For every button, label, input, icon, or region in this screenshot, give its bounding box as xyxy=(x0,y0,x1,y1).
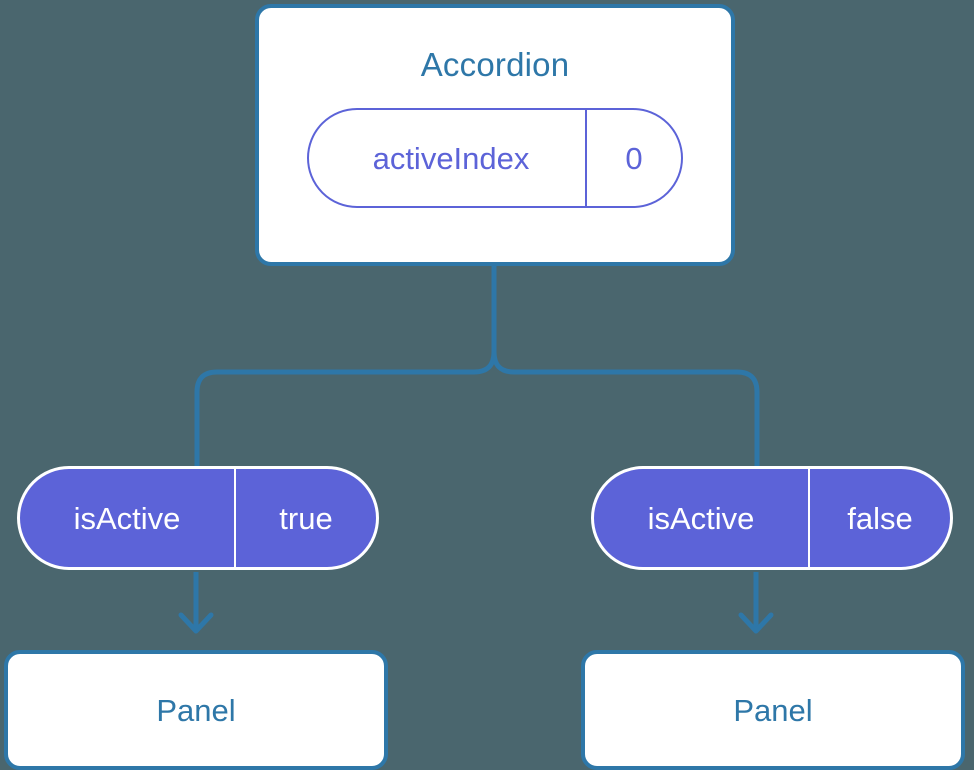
component-node-panel-left[interactable]: Panel xyxy=(4,650,388,770)
state-badge-key: activeIndex xyxy=(309,110,587,206)
branch-right-line xyxy=(491,351,760,470)
prop-badge-value: false xyxy=(847,500,913,536)
prop-badge-key: isActive xyxy=(594,469,810,567)
prop-badge-is-active-false[interactable]: isActive false xyxy=(591,466,953,570)
component-title-panel: Panel xyxy=(156,692,236,728)
component-title-accordion: Accordion xyxy=(420,46,570,83)
arrow-right-head xyxy=(738,612,774,634)
component-node-accordion[interactable]: Accordion activeIndex 0 xyxy=(255,4,735,266)
state-badge-value: 0 xyxy=(625,140,643,176)
component-title-panel: Panel xyxy=(733,692,813,728)
prop-badge-is-active-true[interactable]: isActive true xyxy=(17,466,379,570)
prop-badge-key: isActive xyxy=(20,469,236,567)
branch-left-line xyxy=(194,351,497,470)
state-badge-active-index[interactable]: activeIndex 0 xyxy=(307,108,683,208)
component-node-panel-right[interactable]: Panel xyxy=(581,650,965,770)
arrow-left-head xyxy=(178,612,214,634)
prop-badge-value: true xyxy=(279,500,333,536)
